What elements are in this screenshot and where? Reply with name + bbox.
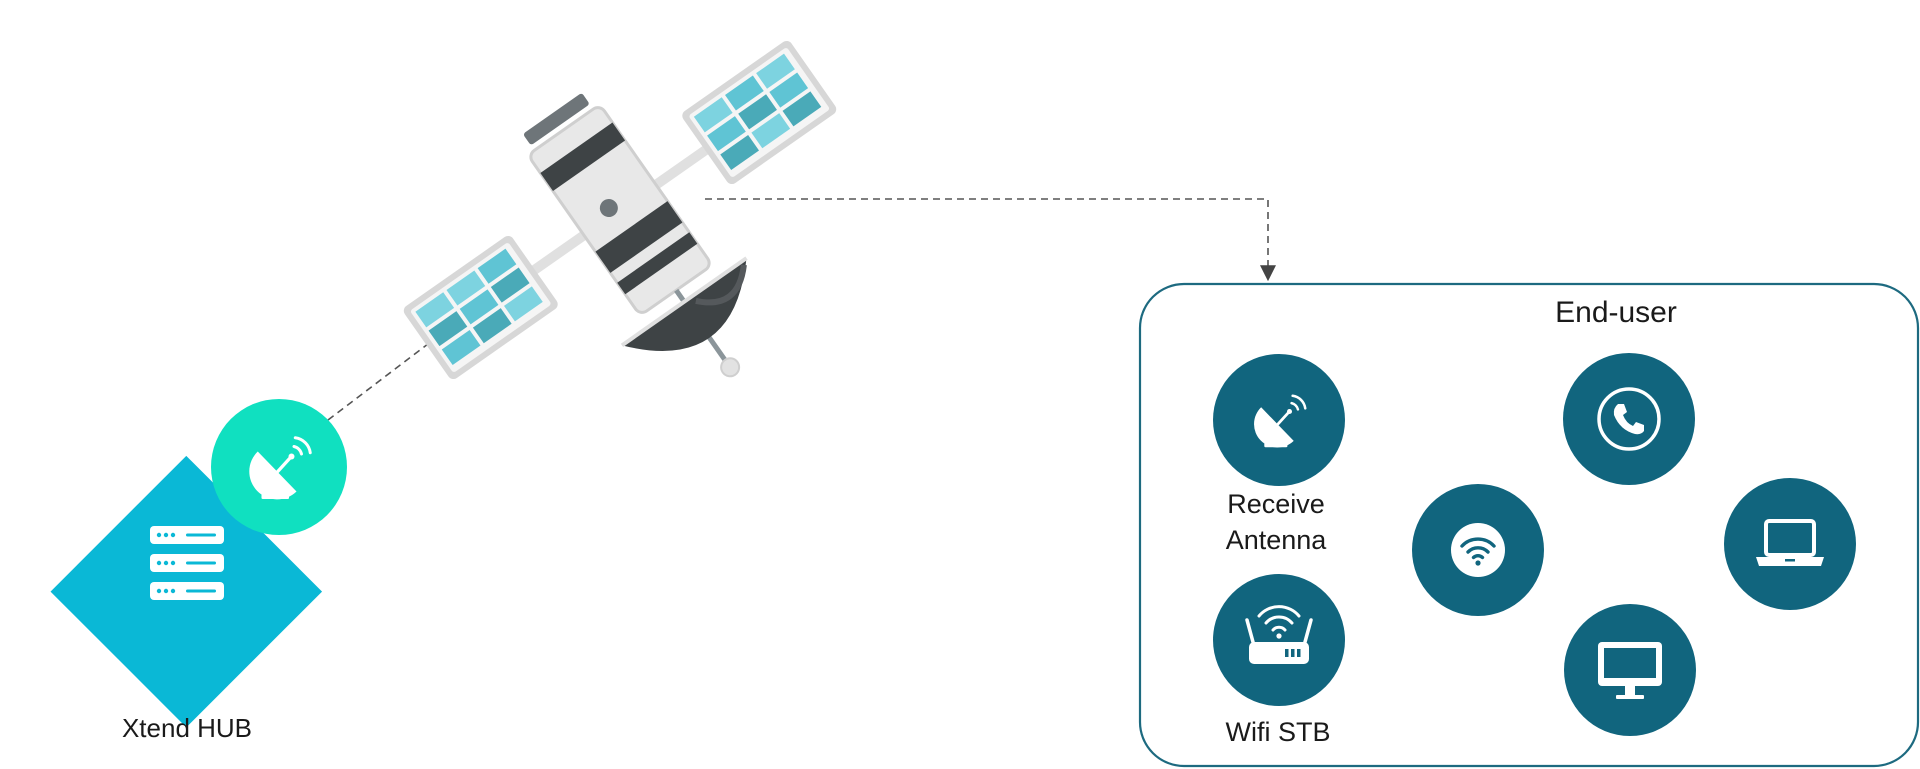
device-phone [1563,353,1695,485]
wifi-icon [1451,523,1505,577]
monitor-icon [1598,642,1662,699]
satellite-dish-icon [249,436,312,500]
phone-icon [1597,387,1661,451]
hub-badge [211,399,347,535]
device-circle [1724,478,1856,610]
satellite-body [524,93,711,314]
receive-antenna-label-line1: Receive [1227,489,1325,519]
device-wifi-stb: Wifi STB [1213,574,1345,747]
hub-label: Xtend HUB [122,713,252,743]
receive-antenna-label-line2: Antenna [1226,525,1328,555]
satellite-to-enduser-link [705,198,1276,282]
solar-panel-right [682,40,837,185]
end-user-panel: End-user Receive Antenna [1138,282,1920,768]
router-icon [1245,605,1313,664]
xtend-hub: Xtend HUB [50,399,347,743]
device-circle [1213,354,1345,486]
device-wifi [1412,484,1544,616]
device-circle [1213,574,1345,706]
solar-panel-left [403,235,558,380]
wifi-stb-label: Wifi STB [1226,717,1331,747]
satellite-dish-icon [1254,394,1307,448]
device-receive-antenna: Receive Antenna [1213,354,1345,555]
end-user-title: End-user [1555,296,1677,329]
server-stack-icon [150,526,224,600]
device-monitor [1564,604,1696,736]
satellite-dish [620,256,748,378]
device-circle [1563,353,1695,485]
laptop-icon [1756,519,1824,566]
satellite-icon [403,40,837,380]
device-laptop [1724,478,1856,610]
